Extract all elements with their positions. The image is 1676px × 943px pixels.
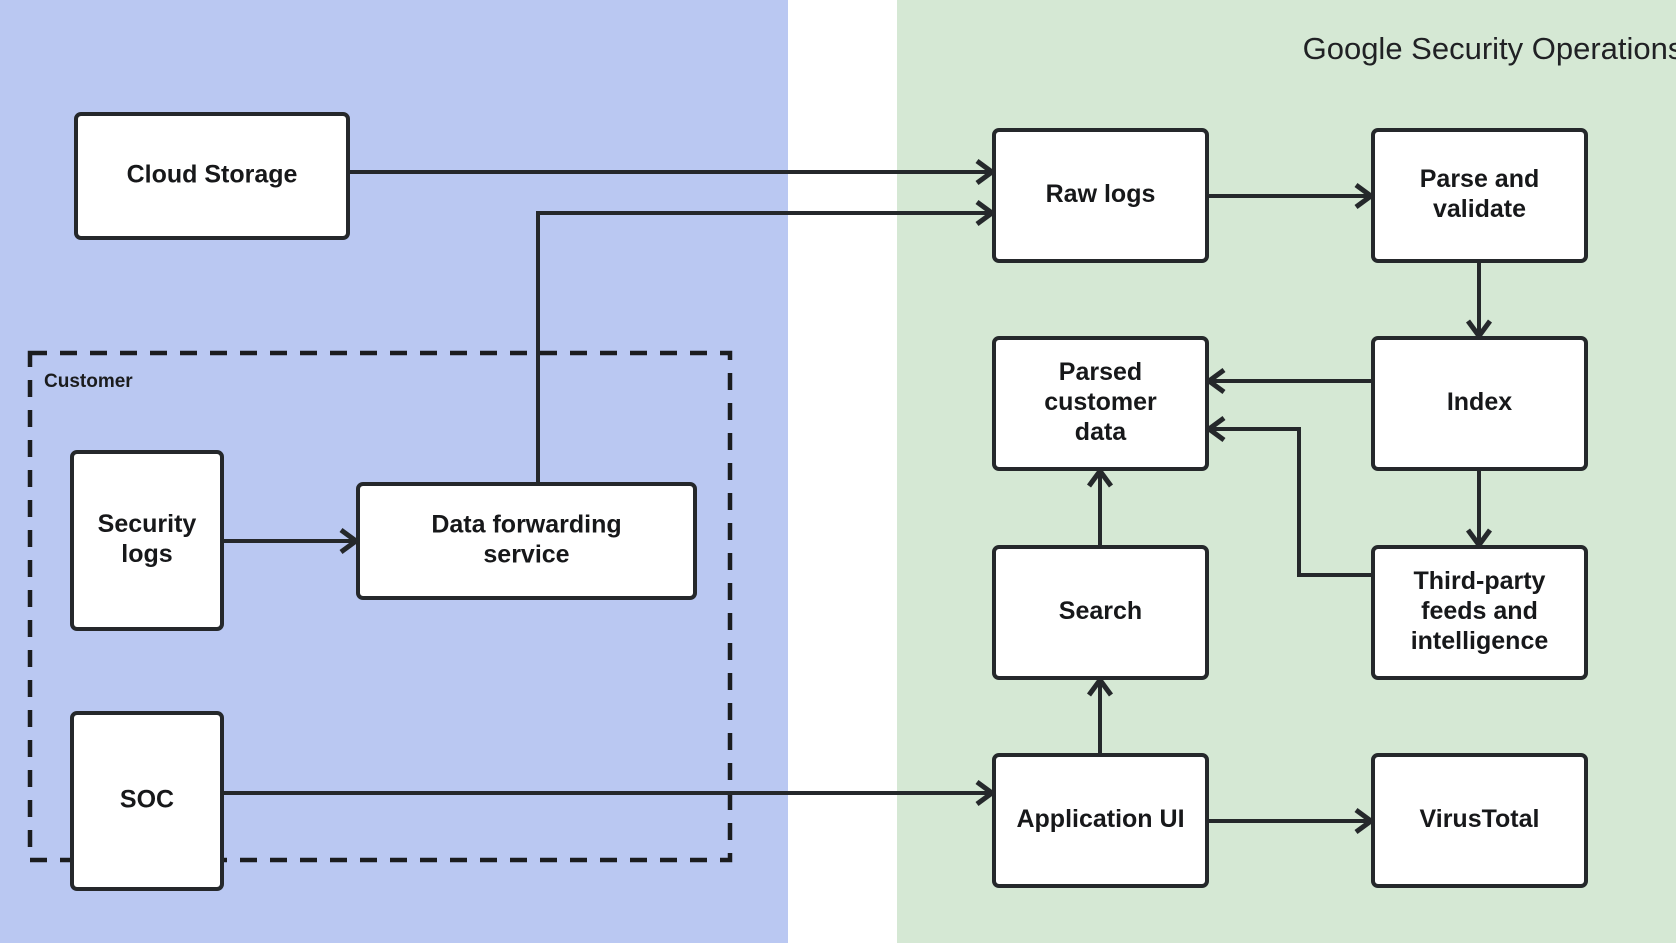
node-label-third-party: Third-party	[1414, 567, 1546, 595]
node-label-index: Index	[1447, 388, 1512, 416]
node-box-raw-logs	[992, 128, 1209, 263]
customer-dashed-group: Customer	[27, 350, 733, 863]
node-virustotal[interactable]: VirusTotal	[1371, 753, 1588, 888]
node-box-cloud-storage	[74, 112, 350, 240]
node-label-parsed-data: customer	[1044, 388, 1157, 416]
node-soc[interactable]: SOC	[70, 711, 224, 891]
node-box-third-party	[1371, 545, 1588, 680]
node-label-security-logs: Security	[98, 510, 197, 538]
node-box-parse-validate	[1371, 128, 1588, 263]
node-label-parse-validate: Parse and	[1420, 165, 1540, 193]
edge-third-party-feeds-to-parsed-customer-data-line	[1211, 427, 1373, 577]
node-label-parsed-data: Parsed	[1059, 358, 1142, 386]
node-search[interactable]: Search	[992, 545, 1209, 680]
edge-data-forwarding-to-raw-logs-line	[536, 211, 990, 484]
node-application-ui[interactable]: Application UI	[992, 753, 1209, 888]
node-label-third-party: intelligence	[1411, 627, 1549, 655]
node-cloud-storage[interactable]: Cloud Storage	[74, 112, 350, 240]
node-box-index	[1371, 336, 1588, 471]
node-label-data-forwarding: Data forwarding	[431, 511, 621, 539]
node-box-data-forwarding	[356, 482, 697, 600]
customer-label-backdrop	[38, 365, 158, 397]
node-label-parsed-data: data	[1075, 418, 1128, 446]
google-panel-title: Google Security Operations	[1303, 31, 1676, 66]
node-label-application-ui: Application UI	[1016, 805, 1184, 833]
node-label-security-logs: logs	[121, 540, 172, 568]
node-label-search: Search	[1059, 597, 1142, 625]
node-label-third-party: feeds and	[1421, 597, 1538, 625]
node-raw-logs[interactable]: Raw logs	[992, 128, 1209, 263]
customer-group-boundary	[27, 350, 733, 863]
node-label-virustotal: VirusTotal	[1420, 805, 1540, 833]
node-box-parsed-data	[992, 336, 1209, 471]
node-box-security-logs	[70, 450, 224, 631]
node-label-cloud-storage: Cloud Storage	[127, 161, 298, 189]
node-box-application-ui	[992, 753, 1209, 888]
node-label-parse-validate: validate	[1433, 195, 1526, 223]
node-box-virustotal	[1371, 753, 1588, 888]
node-box-search	[992, 545, 1209, 680]
node-label-soc: SOC	[120, 786, 174, 814]
node-label-raw-logs: Raw logs	[1046, 180, 1156, 208]
customer-group-label: Customer	[44, 371, 133, 392]
node-label-data-forwarding: service	[483, 541, 569, 569]
node-box-soc	[70, 711, 224, 891]
node-index[interactable]: Index	[1371, 336, 1588, 471]
